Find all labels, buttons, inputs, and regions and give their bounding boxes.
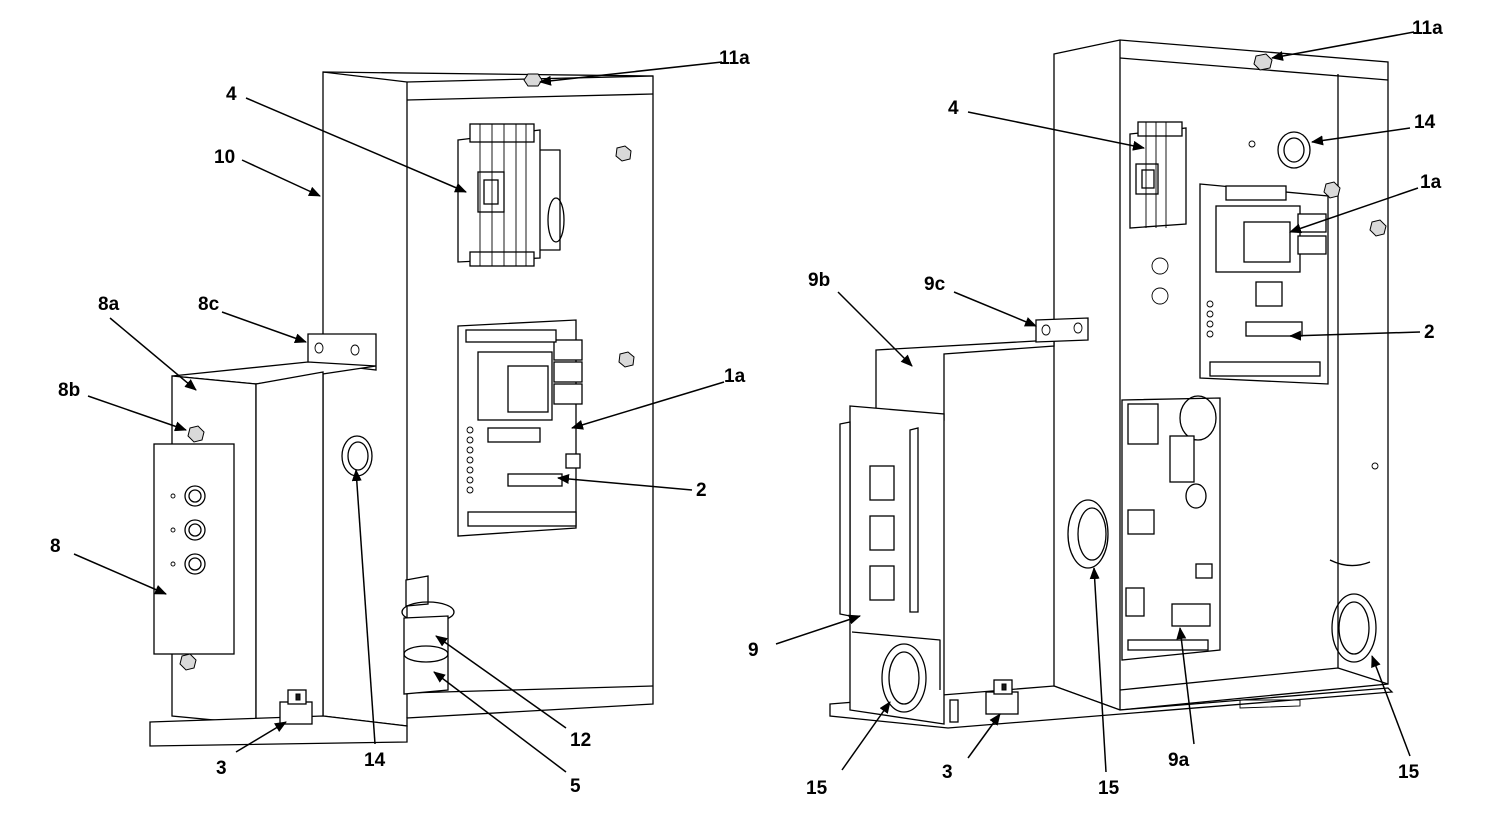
callout-8a: 8a	[98, 294, 120, 315]
callout-15: 15	[1398, 762, 1420, 783]
right-base	[829, 685, 1394, 729]
callout-15: 15	[1098, 778, 1120, 799]
callout-15: 15	[806, 778, 828, 799]
callout-3: 3	[942, 762, 953, 783]
left-callouts: 11a 4 10 8a 8c 8b 8 1a 2 14 12 3 5	[50, 48, 750, 797]
right-grommet-15-side	[1067, 499, 1109, 569]
control-board	[457, 319, 583, 537]
callout-10: 10	[214, 147, 235, 168]
right-connector	[985, 679, 1019, 715]
callout-14: 14	[1414, 112, 1436, 133]
panel-buttons	[170, 485, 206, 575]
top-bolt	[523, 73, 543, 87]
right-grommet-15-back	[1331, 593, 1377, 663]
callout-11a: 11a	[1412, 18, 1443, 39]
callout-9c: 9c	[924, 274, 946, 295]
right-relay-component	[1129, 121, 1187, 229]
right-enclosure-view	[829, 39, 1394, 729]
callout-9b: 9b	[808, 270, 830, 291]
callout-3: 3	[216, 758, 227, 779]
callout-11a: 11a	[719, 48, 750, 69]
callout-1a: 1a	[724, 366, 746, 387]
callout-8c: 8c	[198, 294, 220, 315]
callout-1a: 1a	[1420, 172, 1442, 193]
right-grommet-14	[1277, 131, 1311, 169]
connector	[279, 689, 313, 725]
callout-8: 8	[50, 536, 61, 557]
front-panel-9	[839, 405, 959, 725]
callout-2: 2	[1424, 322, 1435, 343]
right-callouts: 11a 4 14 1a 9b 9c 2 9 15 3 15 9a 15	[748, 18, 1443, 799]
front-panel-box	[153, 361, 377, 725]
callout-14: 14	[364, 750, 386, 771]
callout-2: 2	[696, 480, 707, 501]
right-lower-board	[1121, 395, 1221, 661]
callout-8b: 8b	[58, 380, 80, 401]
callout-4: 4	[226, 84, 237, 105]
bracket-8c	[307, 333, 377, 371]
panel-screws	[615, 145, 635, 368]
grommet-15-front	[881, 643, 927, 713]
left-leader-lines	[73, 61, 725, 773]
right-control-board	[1199, 183, 1329, 385]
right-leader-lines	[775, 31, 1421, 773]
callout-5: 5	[570, 776, 581, 797]
relay-component	[457, 123, 565, 267]
callout-12: 12	[570, 730, 591, 751]
callout-9: 9	[748, 640, 759, 661]
led-row	[466, 426, 474, 494]
callout-4: 4	[948, 98, 959, 119]
callout-9a: 9a	[1168, 750, 1190, 771]
left-enclosure-view	[149, 71, 654, 747]
